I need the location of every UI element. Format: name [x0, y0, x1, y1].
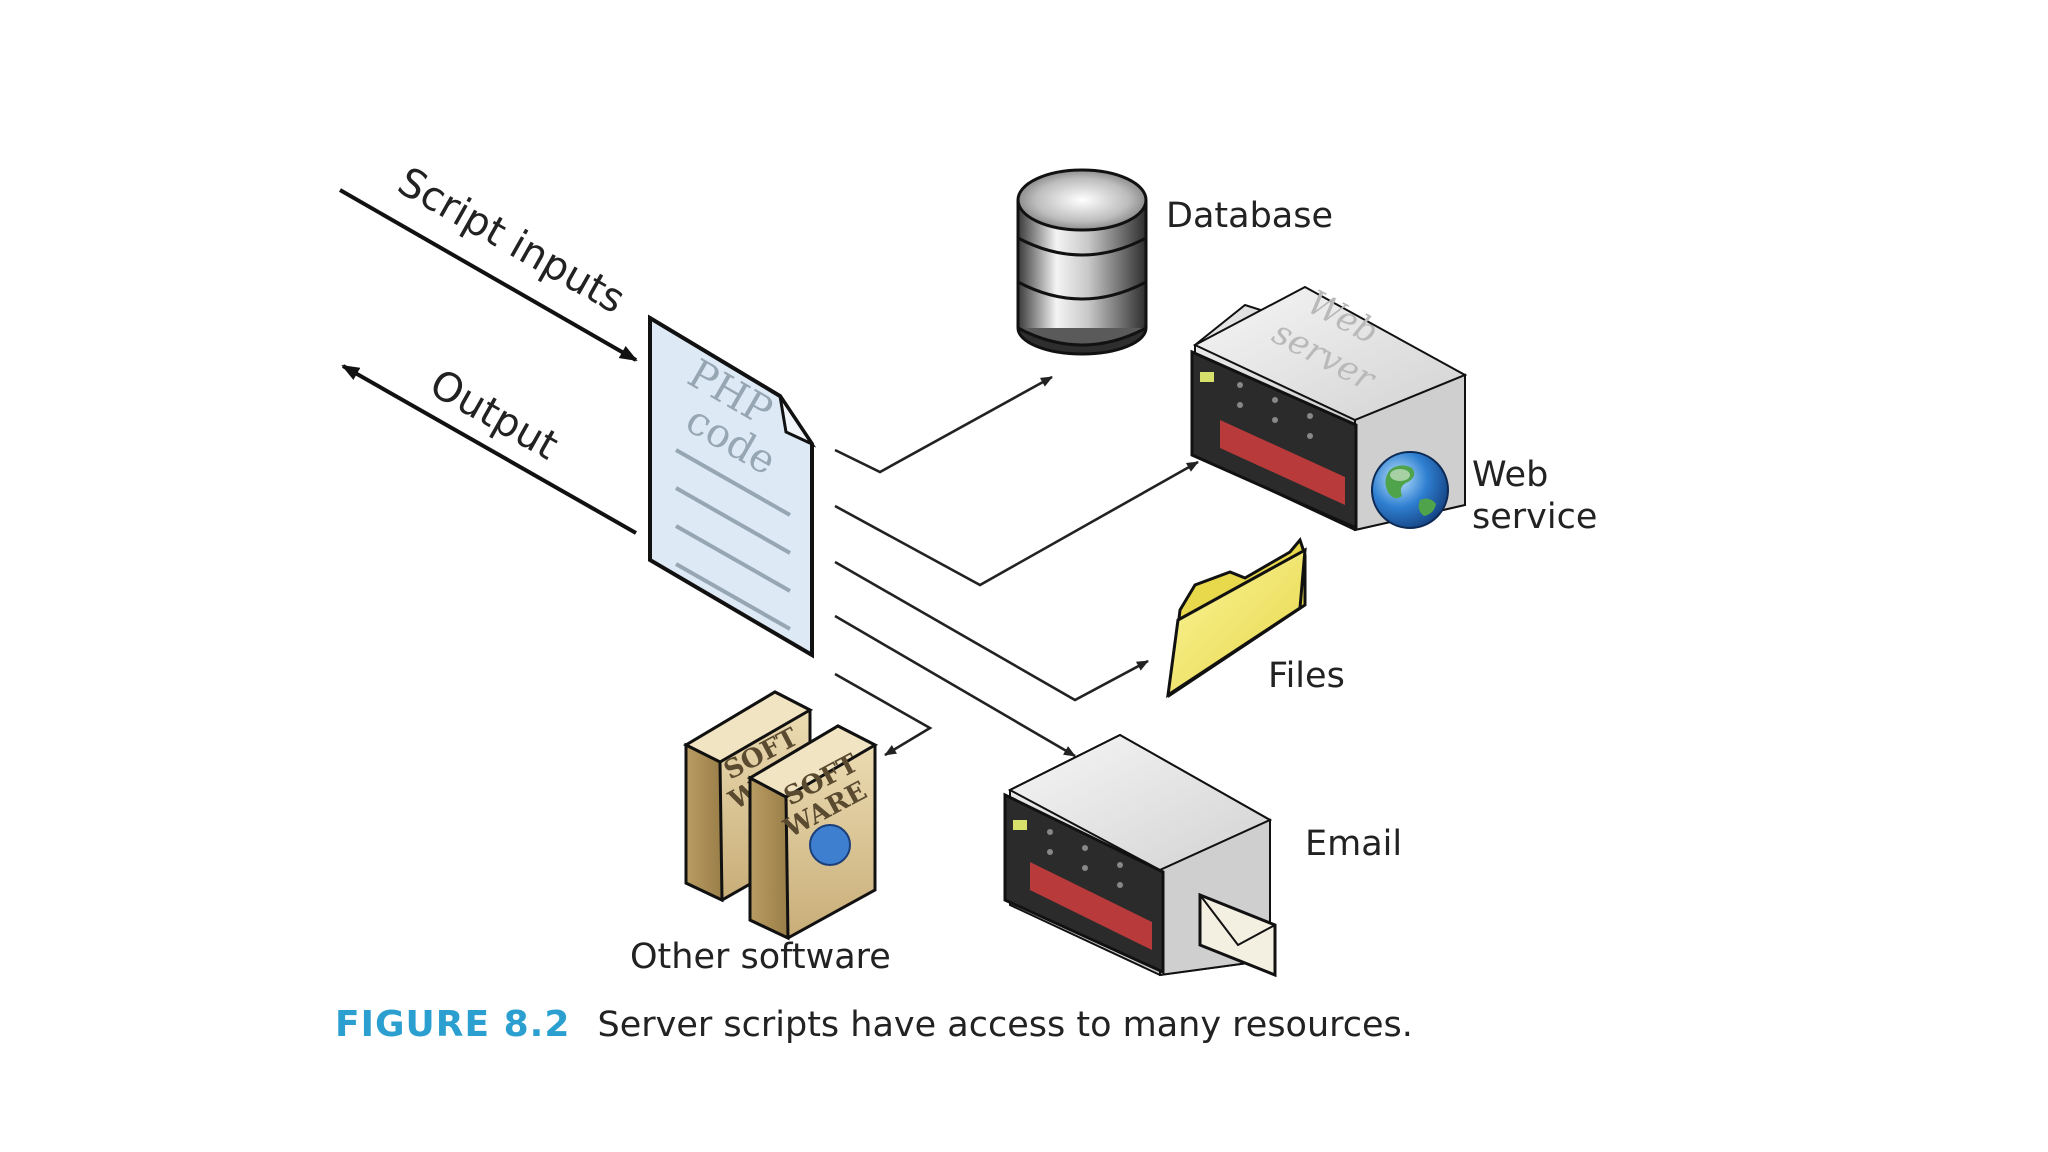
- php-code-document: [648, 314, 817, 659]
- connector-database: [834, 375, 1053, 474]
- email-server-icon: [1003, 733, 1273, 977]
- files-label: Files: [1268, 656, 1345, 696]
- output-arrow: [341, 364, 637, 535]
- email-label: Email: [1305, 824, 1402, 864]
- database-label: Database: [1166, 196, 1333, 236]
- software-box-front-icon: [746, 724, 879, 941]
- connector-email: [834, 614, 1076, 758]
- connector-web-service: [834, 460, 1199, 587]
- connector-files: [834, 560, 1149, 702]
- figure-number: FIGURE 8.2: [335, 1004, 570, 1045]
- caption-text: Server scripts have access to many resou…: [597, 1005, 1412, 1045]
- envelope-icon: [1198, 892, 1277, 978]
- figure-caption: FIGURE 8.2 Server scripts have access to…: [335, 1004, 1413, 1045]
- folder-icon: [1166, 536, 1307, 699]
- database-icon: [1016, 168, 1148, 356]
- globe-icon: [1371, 451, 1449, 529]
- web-service-label-line1: Web: [1472, 455, 1548, 495]
- other-software-label: Other software: [630, 937, 891, 977]
- connector-other-software: [834, 672, 933, 757]
- web-service-label-line2: service: [1472, 497, 1597, 537]
- script-inputs-arrow: [339, 188, 638, 362]
